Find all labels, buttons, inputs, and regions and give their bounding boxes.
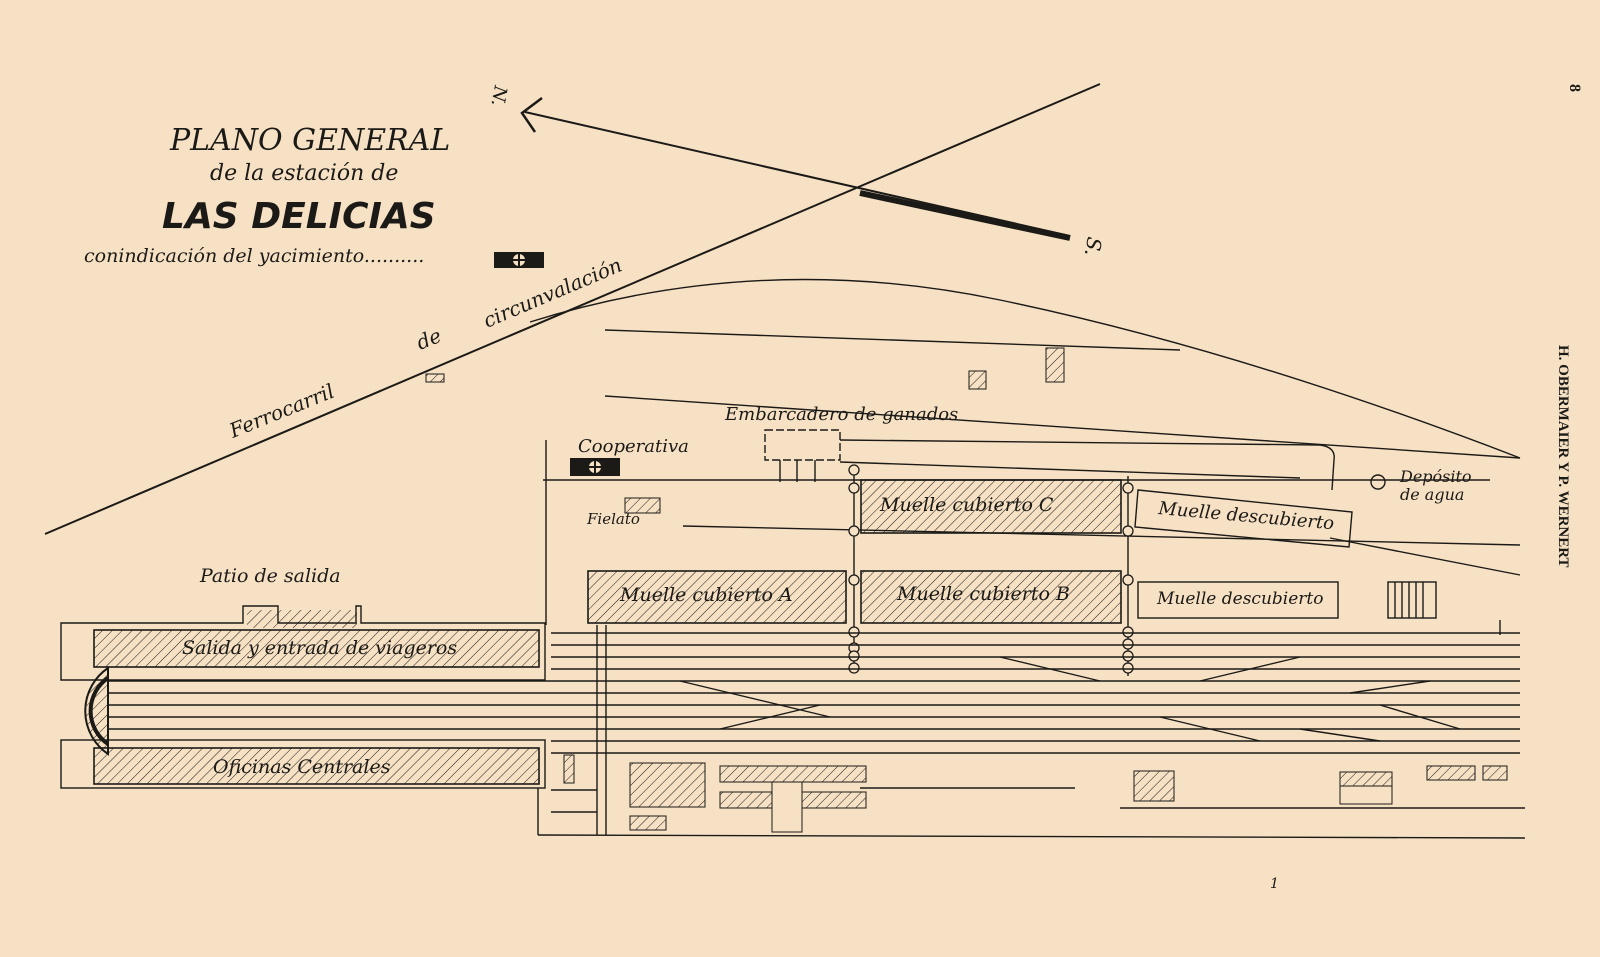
muelle-cubierto-b: Muelle cubierto B: [860, 570, 1122, 624]
side-header: H. OBERMAIER Y P. WERNERT: [1555, 345, 1571, 568]
page-number: 8: [1566, 84, 1583, 92]
muelle-c-label: Muelle cubierto C: [879, 494, 1054, 516]
muelle-desc-2-label: Muelle descubierto: [1156, 589, 1323, 609]
muelle-descubierto-lower: Muelle descubierto: [1137, 581, 1437, 619]
patio-label: Patio de salida: [199, 565, 341, 587]
railway-label-2: de: [413, 323, 445, 354]
fielato-label: Fielato: [586, 510, 640, 528]
terminal-turntable: [84, 666, 110, 756]
title-line4: conindicación del yacimiento..........: [84, 245, 424, 267]
turntable-columns: [848, 464, 1134, 676]
deposito-de-agua: Depósito de agua: [1370, 467, 1472, 504]
muelle-a-label: Muelle cubierto A: [619, 584, 793, 606]
signal-box: [425, 373, 445, 383]
oficinas-label: Oficinas Centrales: [213, 756, 391, 778]
small-buildings-top: [968, 347, 1065, 390]
muelle-cubierto-a: Muelle cubierto A: [587, 570, 847, 624]
lower-sidings: [537, 625, 1526, 839]
salida-entrada-building: Salida y entrada de viageros: [60, 605, 546, 681]
footer-mark: 1: [1270, 876, 1279, 892]
embarcadero-label: Embarcadero de ganados: [724, 404, 958, 425]
deposito-label-2: de agua: [1400, 485, 1464, 504]
embarcadero-de-ganados: Embarcadero de ganados: [724, 404, 1335, 491]
muelle-b-label: Muelle cubierto B: [896, 583, 1070, 605]
title-block: PLANO GENERAL de la estación de LAS DELI…: [84, 123, 544, 268]
salida-label: Salida y entrada de viageros: [182, 637, 457, 659]
main-tracks: [108, 620, 1520, 754]
lower-buildings: [629, 762, 1508, 833]
title-line1: PLANO GENERAL: [169, 123, 450, 158]
north-label: N.: [487, 83, 511, 108]
deposit-symbol: [494, 252, 544, 268]
oficinas-centrales-building: Oficinas Centrales: [60, 739, 546, 789]
muelle-cubierto-c: Muelle cubierto C: [860, 479, 1122, 534]
title-line3: LAS DELICIAS: [162, 196, 436, 237]
cooperativa: Cooperativa: [570, 436, 689, 476]
south-label: S.: [1080, 235, 1107, 258]
deposito-label-1: Depósito: [1399, 467, 1472, 486]
muelle-desc-1-label: Muelle descubierto: [1157, 498, 1336, 534]
compass-arrow: N. S.: [487, 83, 1107, 258]
title-line2: de la estación de: [210, 161, 398, 186]
fielato: Fielato: [586, 497, 661, 528]
cooperativa-label: Cooperativa: [578, 436, 689, 457]
